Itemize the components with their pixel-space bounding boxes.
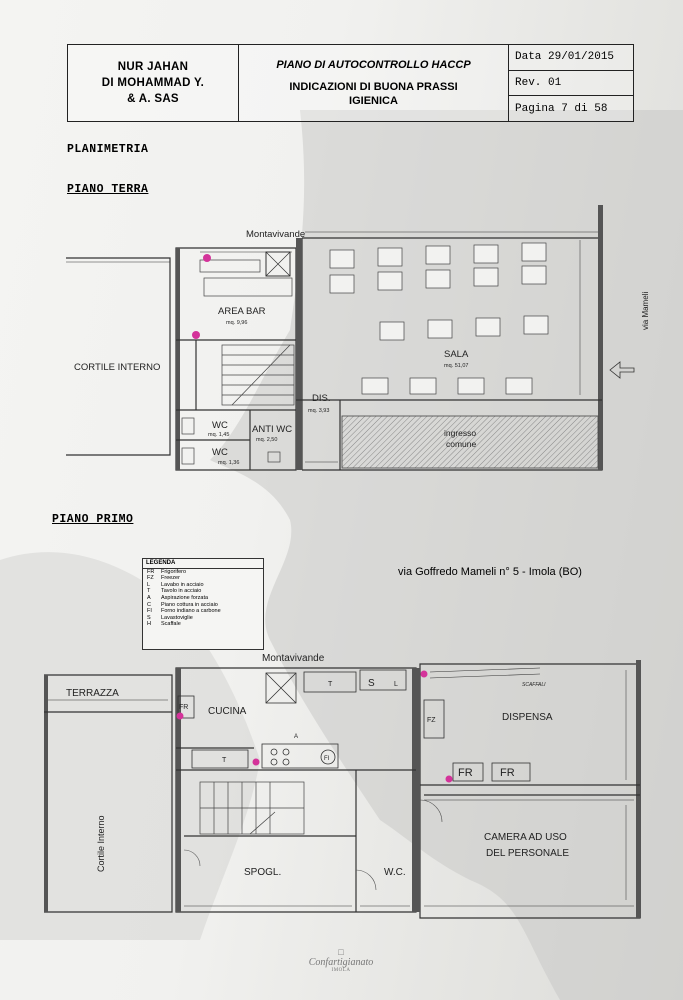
legend-code: C xyxy=(147,601,151,608)
label-a: A xyxy=(294,734,298,740)
document-header: NUR JAHAN DI MOHAMMAD Y. & A. SAS PIANO … xyxy=(67,44,634,122)
dining-tables xyxy=(329,242,549,395)
document-title: PIANO DI AUTOCONTROLLO HACCP INDICAZIONI… xyxy=(239,45,509,121)
legend-text: Frigorifero xyxy=(161,568,187,575)
label-via-mameli: via Mameli xyxy=(641,292,650,330)
legend-code: H xyxy=(147,621,151,628)
title-line-2: INDICAZIONI DI BUONA PRASSI xyxy=(289,81,458,93)
label-spogl: SPOGL. xyxy=(244,867,281,878)
label-area-bar-mq: mq. 9,96 xyxy=(226,320,247,326)
label-sala: SALA xyxy=(444,349,469,360)
legend: LEGENDA FR Frigorifero FZ Freezer L Lavabo … xyxy=(142,558,264,650)
label-wc-1: WC xyxy=(212,420,228,431)
label-wc-1f: W.C. xyxy=(384,867,406,878)
label-terrazza: TERRAZZA xyxy=(66,688,119,699)
legend-text: Lavastoviglie xyxy=(161,614,193,621)
legend-text: Scaffale xyxy=(161,621,181,628)
first-floor-heading: PIANO PRIMO xyxy=(52,513,134,526)
logo-text: Confartigianato xyxy=(308,957,374,968)
title-line-3: IGIENICA xyxy=(349,95,398,107)
dumbwaiter-box xyxy=(265,251,291,277)
stairs-first-floor xyxy=(199,781,305,835)
label-cortile-interno-1f: Cortile Interno xyxy=(96,815,106,872)
legend-text: Aspirazione forzata xyxy=(161,594,209,601)
section-title: PLANIMETRIA xyxy=(67,143,149,156)
label-fr-dispensa-1: FR xyxy=(458,767,473,779)
label-cucina: CUCINA xyxy=(208,706,247,717)
legend-code: FR xyxy=(147,568,155,575)
legend-item: A Aspirazione forzata xyxy=(143,595,263,602)
common-entrance-hatch xyxy=(341,415,599,469)
label-fi: FI xyxy=(324,756,330,762)
label-l: L xyxy=(394,681,398,688)
legend-text: Forno indiano a carbone xyxy=(161,608,221,615)
bar-counter xyxy=(199,259,261,273)
legend-item: L Lavabo in acciaio xyxy=(143,582,263,589)
label-t-1: T xyxy=(328,681,333,688)
legend-text: Freezer xyxy=(161,575,180,582)
logo-subtext: IMOLA xyxy=(331,968,351,973)
label-fr-dispensa-2: FR xyxy=(500,767,515,779)
label-comune: comune xyxy=(446,439,477,449)
legend-code: T xyxy=(147,588,151,595)
label-montavivande: Montavivande xyxy=(246,229,305,240)
label-dispensa: DISPENSA xyxy=(502,712,553,723)
label-anti-wc-mq: mq. 2,50 xyxy=(256,437,277,443)
label-anti-wc: ANTI WC xyxy=(252,424,292,435)
legend-text: Lavabo in acciaio xyxy=(161,581,204,588)
label-area-bar: AREA BAR xyxy=(218,306,266,317)
legend-code: L xyxy=(147,581,151,588)
page-number: Pagina 7 di 58 xyxy=(515,102,608,115)
address: via Goffredo Mameli n° 5 - Imola (BO) xyxy=(398,566,582,578)
stairs xyxy=(221,344,295,406)
label-dis-mq: mq. 3,93 xyxy=(308,408,329,414)
label-ingresso: ingresso xyxy=(444,428,476,438)
label-montavivande-1f: Montavivande xyxy=(262,653,325,664)
title-line-1: PIANO DI AUTOCONTROLLO HACCP xyxy=(276,59,471,71)
legend-item: T Tavolo in acciaio xyxy=(143,588,263,595)
label-fr-kitchen: FR xyxy=(179,704,188,711)
entrance-arrow-icon xyxy=(609,361,635,379)
document-date: Data 29/01/2015 xyxy=(509,45,633,71)
legend-item: FR Frigorifero xyxy=(143,569,263,576)
legend-code: FI xyxy=(147,608,152,615)
company-name: NUR JAHAN DI MOHAMMAD Y. & A. SAS xyxy=(68,45,239,121)
label-camera-1: CAMERA AD USO xyxy=(484,832,567,843)
ground-floor-heading: PIANO TERRA xyxy=(67,183,149,196)
document-revision: Rev. 01 xyxy=(509,71,633,97)
legend-code: S xyxy=(147,614,151,621)
legend-title: LEGENDA xyxy=(143,559,263,569)
label-wc-1-mq: mq. 1,45 xyxy=(208,432,229,438)
legend-item: FZ Freezer xyxy=(143,575,263,582)
company-line-1: NUR JAHAN xyxy=(117,61,189,73)
label-wc-2: WC xyxy=(212,447,228,458)
company-line-3: & A. SAS xyxy=(127,93,179,105)
label-camera-2: DEL PERSONALE xyxy=(486,848,569,859)
label-sala-mq: mq. 51,07 xyxy=(444,363,468,369)
legend-text: Piano cottura in acciaio xyxy=(161,601,218,608)
logo-icon: □ xyxy=(338,947,344,957)
label-fz: FZ xyxy=(427,717,436,724)
label-t-2: T xyxy=(222,757,227,764)
legend-text: Tavolo in acciaio xyxy=(161,588,202,595)
document-meta: Data 29/01/2015 Rev. 01 Pagina 7 di 58 xyxy=(509,45,633,121)
label-cortile-interno: CORTILE INTERNO xyxy=(74,362,160,373)
label-s: S xyxy=(368,678,375,689)
label-wc-2-mq: mq. 1,36 xyxy=(218,460,239,466)
legend-item: H Scaffale xyxy=(143,621,263,628)
legend-code: A xyxy=(147,594,151,601)
legend-code: FZ xyxy=(147,575,154,582)
legend-item: S Lavastoviglie xyxy=(143,615,263,622)
label-dis: DIS. xyxy=(312,393,330,404)
legend-item: C Piano cottura in acciaio xyxy=(143,602,263,609)
bar-back-counter xyxy=(203,277,293,297)
label-scaffali: SCAFFALI xyxy=(522,682,546,688)
company-line-2: DI MOHAMMAD Y. xyxy=(101,77,205,89)
confartigianato-logo: □ Confartigianato IMOLA xyxy=(306,947,376,973)
legend-item: FI Forno indiano a carbone xyxy=(143,608,263,615)
